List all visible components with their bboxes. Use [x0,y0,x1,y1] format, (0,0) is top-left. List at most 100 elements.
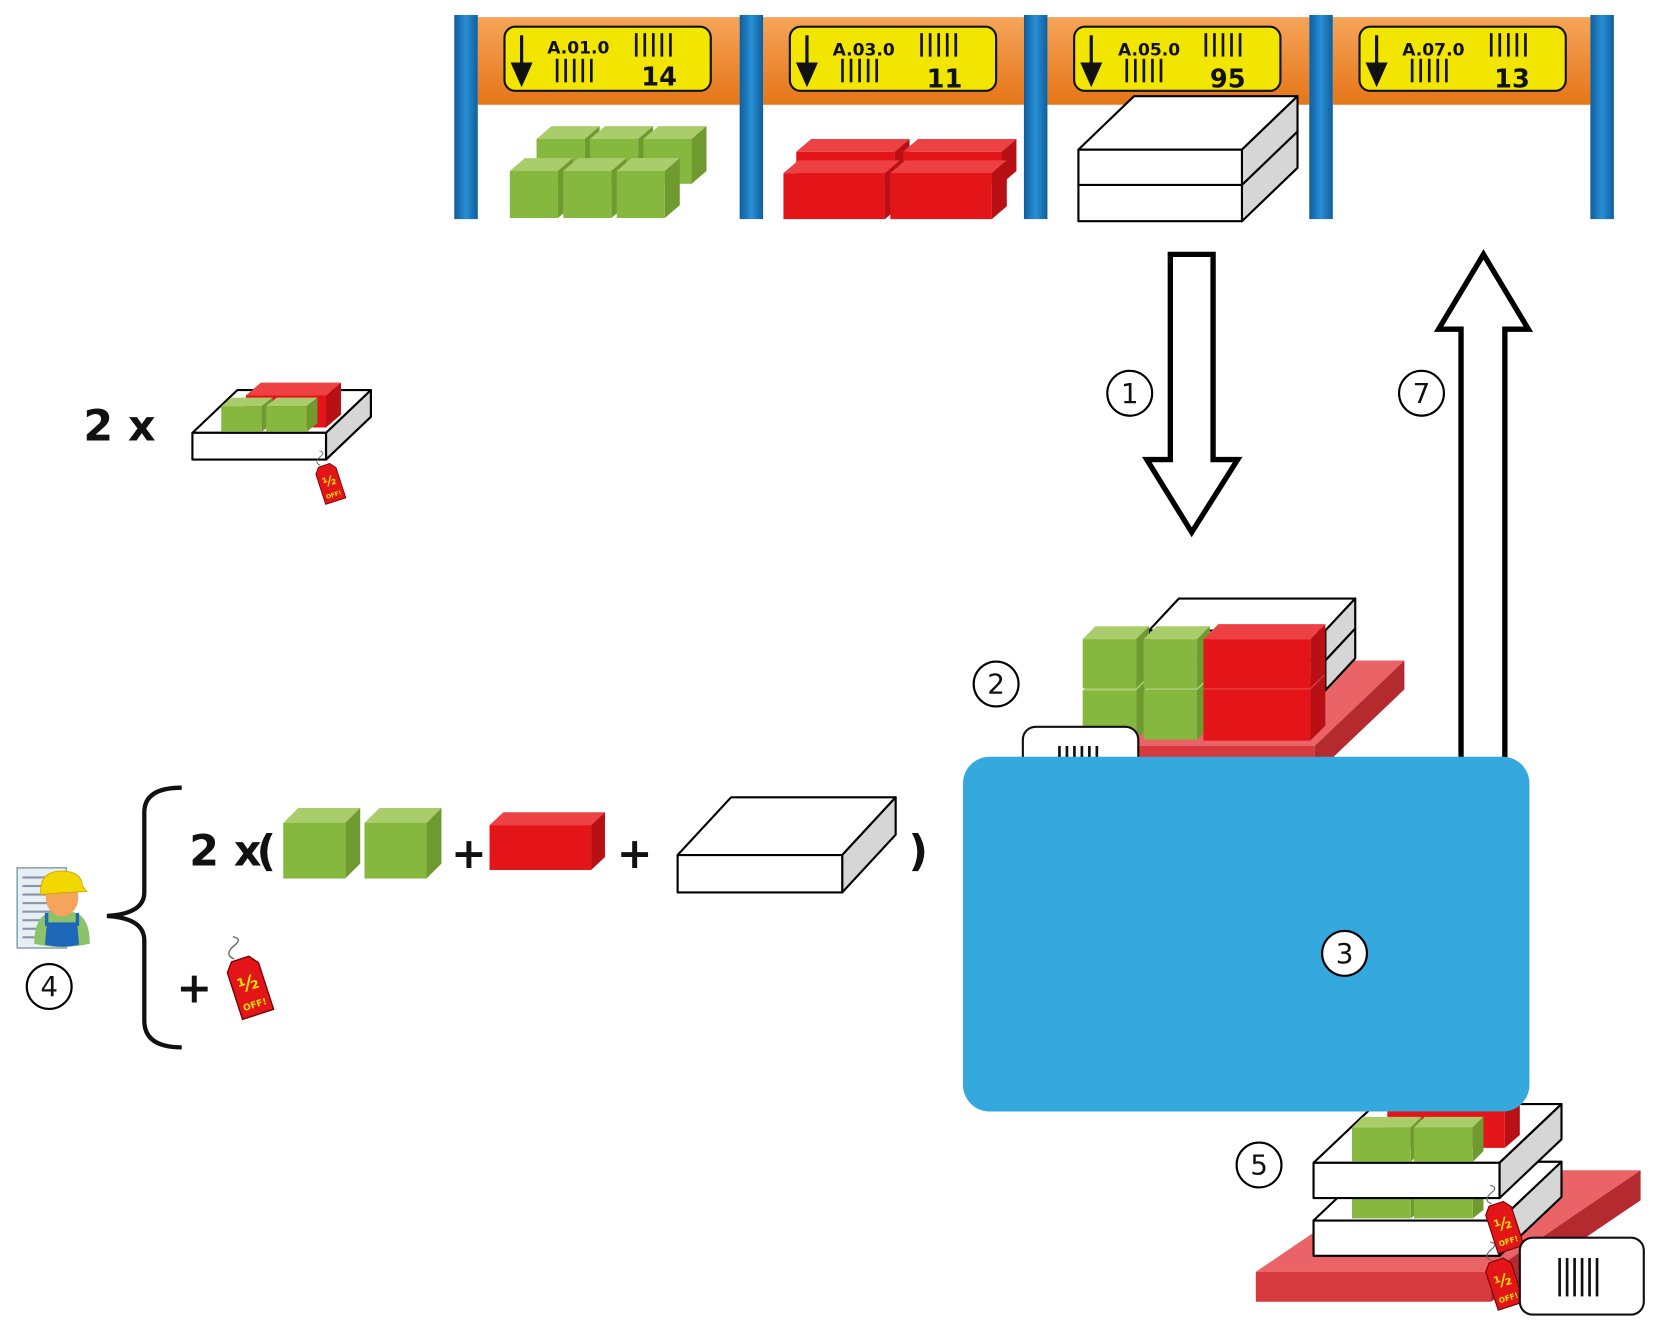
barcode-bar [564,58,568,83]
green-cube [1352,1116,1422,1162]
document-line [22,884,57,888]
step-markers: 1 7 2 3 4 5 [25,369,1446,1189]
box-side [664,158,680,219]
box-top [489,812,605,826]
box-front [1414,1127,1473,1162]
box-top [283,807,361,823]
barcode-icon [555,58,593,83]
work-area [962,756,1530,1112]
document-line [22,876,57,879]
box-front [364,822,427,879]
red-box [890,160,1007,220]
barcode-bar [1159,58,1163,83]
box-front [1077,148,1244,186]
box-side [1314,660,1405,775]
box-top [1082,626,1149,640]
red-box [489,812,605,870]
barcode-bar [920,33,923,57]
box-front [563,171,612,219]
location-label [503,25,712,92]
barcode-bar [643,33,647,57]
barcode-bar [1238,33,1242,57]
worker-icon [34,870,90,947]
box-side [345,807,361,879]
barcode-icon [841,58,879,83]
barcode-bar [1489,33,1493,57]
box-side [691,126,707,184]
step-number: 5 [1250,1149,1268,1182]
step-number: 3 [1336,937,1354,970]
box-side [1310,674,1326,741]
rack-pole [454,14,478,220]
tag-string [1486,1241,1496,1261]
slot-location: A.07.0 [1402,41,1464,61]
barcode-bar [1573,1257,1576,1297]
box-front [1082,639,1137,689]
slot-count: 11 [927,65,963,95]
storage-rack [454,14,1614,220]
box-top [563,158,627,172]
rack-pole [1023,14,1048,220]
box-top [364,807,442,823]
white-tray [1077,95,1299,186]
barcode-bar [1410,58,1414,83]
arrow-down-icon [1365,35,1388,88]
worker-strap [75,912,80,926]
barcode-bar [1506,33,1510,57]
box-side [1472,1116,1484,1162]
box-front [1352,1194,1411,1219]
barcode-bar [1125,58,1129,83]
barcode-bar [841,58,844,83]
barcode-icon [1410,58,1448,83]
box-top [266,397,318,407]
tag-string [316,450,324,466]
box-top [589,126,654,139]
slot-count: 95 [1210,65,1246,95]
worker-overalls [44,922,80,947]
plus-sign: + [617,829,653,879]
barcode-bar [945,33,949,57]
rack-labels: A.01.0 14 A.03.0 11 A.05.0 95 A.07.0 13 [547,38,1530,94]
barcode-bar [581,58,585,83]
tag-text: ½ [321,473,338,491]
box-front [1143,690,1198,740]
box-side [426,807,442,879]
red-box [783,160,900,220]
step-number: 1 [1121,377,1139,410]
barcode-icon [1125,58,1163,83]
box-top [643,126,707,139]
barcode-bar [651,33,655,57]
barcode-bar [1133,58,1137,83]
barcode-bar [669,33,672,57]
box-top [1414,1116,1484,1128]
arrow-down-icon [795,35,818,88]
barcode-bar [1595,1257,1599,1297]
kit-multiplier: 2 x [83,401,155,451]
tag-string [228,935,239,960]
step-number: 4 [40,970,58,1003]
green-cube [221,397,273,432]
green-cube [1082,626,1149,689]
barcode-bar [1498,33,1502,57]
box-front [676,853,844,894]
slot-location: A.01.0 [547,38,609,58]
tag-string [1486,1184,1496,1205]
document-worker-icon [16,867,90,949]
barcode-label [1518,1236,1645,1316]
box-front [890,173,992,220]
barcode-icon [1489,33,1527,57]
tag-body [226,955,275,1021]
curly-brace [106,785,182,1050]
white-tray [676,796,897,894]
box-front [1352,1127,1411,1162]
barcode-bar [572,58,576,83]
box-side [991,160,1007,220]
step-2: 2 [972,660,1020,708]
arrow-down-icon [510,35,533,88]
barcode-bar [866,58,870,83]
barcode-icon [1204,33,1242,57]
box-front [783,173,885,220]
box-front [489,825,592,870]
recipe-multiplier: 2 x [189,827,261,877]
